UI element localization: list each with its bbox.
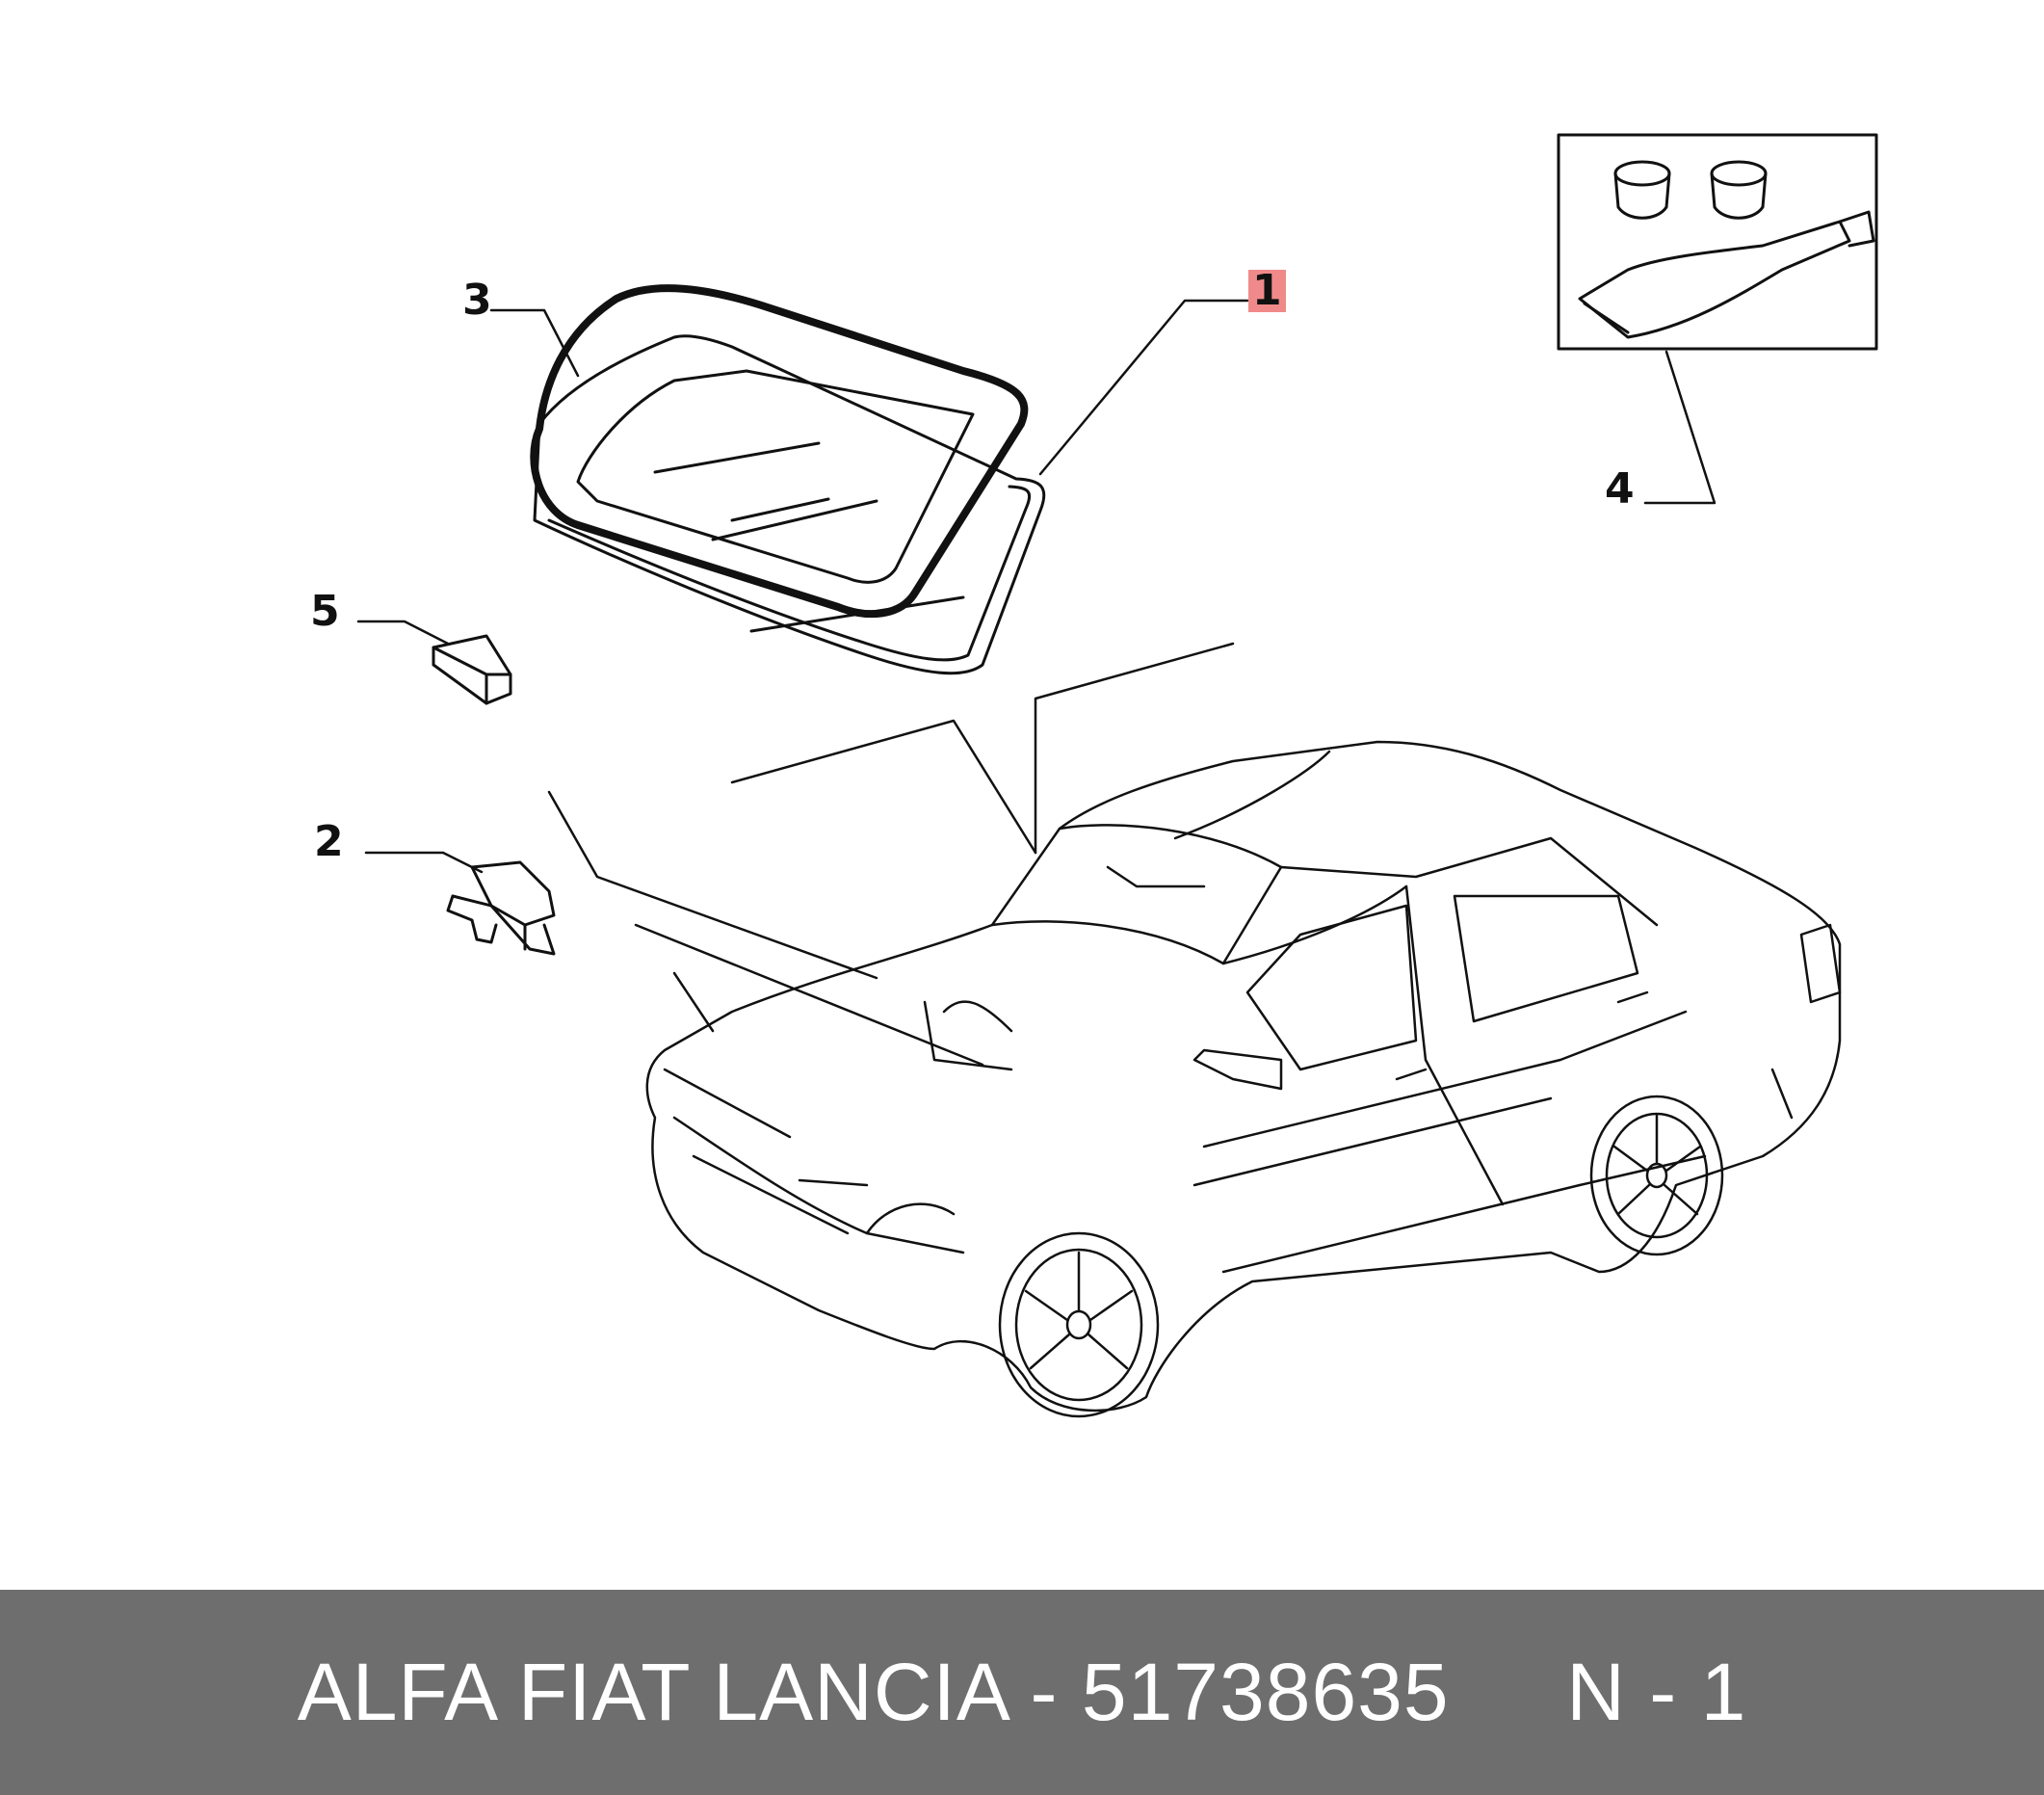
adhesive-kit bbox=[1557, 133, 1878, 351]
callout-1: 1 bbox=[1248, 270, 1286, 312]
mirror-bracket bbox=[446, 860, 556, 956]
callout-3: 3 bbox=[462, 276, 492, 325]
car-outline bbox=[645, 740, 1842, 1412]
leader-lines bbox=[356, 299, 1716, 1067]
front-wheel bbox=[998, 1231, 1160, 1418]
rear-wheel bbox=[1589, 1095, 1724, 1256]
footer-text: ALFA FIAT LANCIA - 51738635 N - 1 bbox=[297, 1647, 1747, 1737]
callout-2: 2 bbox=[314, 817, 344, 866]
spacer-block bbox=[432, 634, 512, 705]
windscreen-seal bbox=[530, 284, 1029, 619]
part-number-footer: ALFA FIAT LANCIA - 51738635 N - 1 bbox=[0, 1590, 2044, 1795]
callout-5: 5 bbox=[310, 587, 340, 636]
parts-diagram bbox=[356, 133, 1878, 1418]
callout-4: 4 bbox=[1605, 464, 1635, 514]
windscreen-inner bbox=[576, 369, 975, 584]
